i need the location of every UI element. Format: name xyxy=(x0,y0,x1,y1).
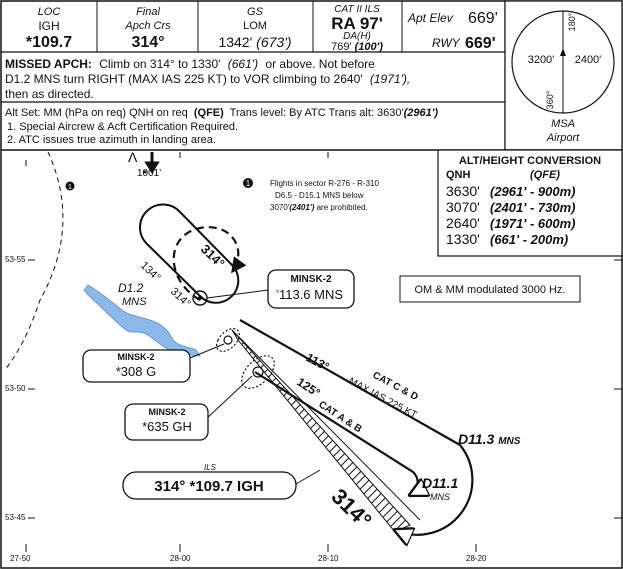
note-1-marker xyxy=(243,178,253,188)
altset-block: Alt Set: MM (hPa on req) QNH on req (QFE… xyxy=(1,107,622,151)
ils-box: 314° *109.7 IGH xyxy=(122,471,297,500)
vor-minsk-frequency: 113.6 MNS xyxy=(279,287,343,302)
conversion-row-3-qfe: (1971' - 600m) xyxy=(490,216,575,231)
ra-value: RA 97' xyxy=(331,14,383,33)
ils-identification: 314° *109.7 IGH xyxy=(154,478,263,495)
gs-label: GS xyxy=(247,6,264,18)
d111-mns-label: MNS xyxy=(430,492,450,502)
lat-label-1: 53-55 xyxy=(5,255,26,264)
ils-label: ILS xyxy=(204,463,217,472)
msa-bearing-top: 180° xyxy=(567,12,577,31)
d111-label: D11.1 xyxy=(422,475,459,491)
vor-minsk-box: MINSK-2 113.6 MNS ° xyxy=(267,269,355,309)
middle-marker-icon xyxy=(216,328,240,352)
conversion-row-3-qnh: 2640' xyxy=(446,215,480,231)
note-1-marker-text: 1 xyxy=(246,179,251,188)
msa-alt-right: 2400' xyxy=(575,54,602,66)
note-1: 1. Special Aircrew & Acft Certification … xyxy=(7,121,238,133)
missed-turn-arc xyxy=(172,226,247,301)
outer-marker-icon xyxy=(241,355,275,389)
ndb-g-name: MINSK-2 xyxy=(117,352,154,362)
lat-label-3: 53-45 xyxy=(5,513,26,522)
apt-elev-value: 669' xyxy=(468,10,498,27)
loc-label: LOC xyxy=(38,6,61,18)
ndb-gh-symbol xyxy=(252,366,264,378)
alt-height-conversion-table: ALT/HEIGHT CONVERSION QNH (QFE) 3630' (2… xyxy=(437,149,623,257)
prohibited-note-2: D6.5 - D15.1 MNS below xyxy=(275,191,364,200)
ndb-gh-box: MINSK-2 *635 GH xyxy=(124,403,209,441)
loc-frequency: *109.7 xyxy=(26,34,72,51)
conversion-row-1-qnh: 3630' xyxy=(446,183,480,199)
vor-minsk-name: MINSK-2 xyxy=(290,274,332,285)
lon-label-4: 28-20 xyxy=(466,554,487,563)
holding-pattern xyxy=(139,203,240,304)
cat-cd-track xyxy=(239,319,474,535)
obstacle-arrow-icon xyxy=(144,152,160,174)
apt-elev-label: Apt Elev xyxy=(407,11,454,25)
svg-text:°: ° xyxy=(276,289,279,298)
conversion-row-4-qfe: (661' - 200m) xyxy=(490,232,568,247)
dah-label: DA(H) xyxy=(343,31,371,42)
conversion-row-2-qfe: (2401' - 730m) xyxy=(490,200,575,215)
prohibited-note-3: 3070'(2401') are prohibited. xyxy=(270,203,368,212)
lon-label-2: 28-00 xyxy=(170,554,191,563)
note-1-marker-left-text: 1 xyxy=(68,184,72,191)
conversion-row-4-qnh: 1330' xyxy=(446,231,480,247)
missed-line-2: D1.2 MNS turn RIGHT (MAX IAS 225 KT) to … xyxy=(5,72,410,86)
obstacle-altitude: 1001' xyxy=(137,168,161,179)
final-approach-course: 314° xyxy=(131,34,164,51)
loc-ident: IGH xyxy=(38,19,59,33)
msa-airport-label: Airport xyxy=(546,132,580,144)
lon-label-3: 28-10 xyxy=(318,554,339,563)
d12-label: D1.2 xyxy=(118,281,144,295)
modulation-note: OM & MM modulated 3000 Hz. xyxy=(414,284,565,296)
rwy-value: 669' xyxy=(465,35,496,52)
d12-mns-label: MNS xyxy=(122,296,147,308)
final-label-1: Final xyxy=(136,6,160,18)
d113-label: D11.3 MNS xyxy=(458,431,521,447)
msa-label: MSA xyxy=(551,118,575,130)
ndb-g-box: MINSK-2 *308 G xyxy=(82,349,191,383)
missed-line-3: then as directed. xyxy=(5,87,94,101)
dah-value: 769' (100') xyxy=(331,41,383,53)
msa-alt-left: 3200' xyxy=(528,54,555,66)
conversion-row-2-qnh: 3070' xyxy=(446,199,480,215)
header-row: LOC IGH *109.7 Final Apch Crs 314° GS LO… xyxy=(1,1,506,150)
conversion-col-qfe: (QFE) xyxy=(530,169,560,181)
note-1-marker-left xyxy=(65,181,75,191)
final-label-2: Apch Crs xyxy=(124,20,171,32)
conversion-title: ALT/HEIGHT CONVERSION xyxy=(459,155,601,167)
cat-ab-track xyxy=(254,371,418,495)
missed-approach-block: MISSED APCH: Climb on 314° to 1330' (661… xyxy=(1,57,505,103)
lon-label-1: 27-50 xyxy=(10,554,31,563)
lat-label-2: 53-50 xyxy=(5,384,26,393)
boundary-line xyxy=(4,151,64,371)
conversion-col-qnh: QNH xyxy=(446,169,471,181)
north-symbol: Λ xyxy=(128,149,138,165)
modulation-note-box: OM & MM modulated 3000 Hz. xyxy=(399,275,581,303)
cat-label: CAT II ILS xyxy=(334,4,380,15)
missed-line-1: MISSED APCH: Climb on 314° to 1330' (661… xyxy=(5,57,375,71)
ndb-gh-frequency: *635 GH xyxy=(142,419,192,434)
note-2: 2. ATC issues true azimuth in landing ar… xyxy=(7,134,216,146)
gs-altitude: 1342' (673') xyxy=(218,34,291,50)
rwy-label: RWY xyxy=(432,36,461,50)
ndb-g-frequency: *308 G xyxy=(116,364,156,379)
conversion-row-1-qfe: (2961' - 900m) xyxy=(490,184,575,199)
gs-ident: LOM xyxy=(243,20,267,32)
msa-bearing-bottom: 360° xyxy=(545,90,555,109)
altset-line: Alt Set: MM (hPa on req) QNH on req (QFE… xyxy=(5,107,438,119)
prohibited-note-1: Flights in sector R-276 - R-310 xyxy=(270,179,379,188)
msa-box: 180° 360° 3200' 2400' MSA Airport xyxy=(504,0,623,151)
ndb-gh-name: MINSK-2 xyxy=(148,407,185,417)
ndb-g-symbol xyxy=(223,335,233,345)
